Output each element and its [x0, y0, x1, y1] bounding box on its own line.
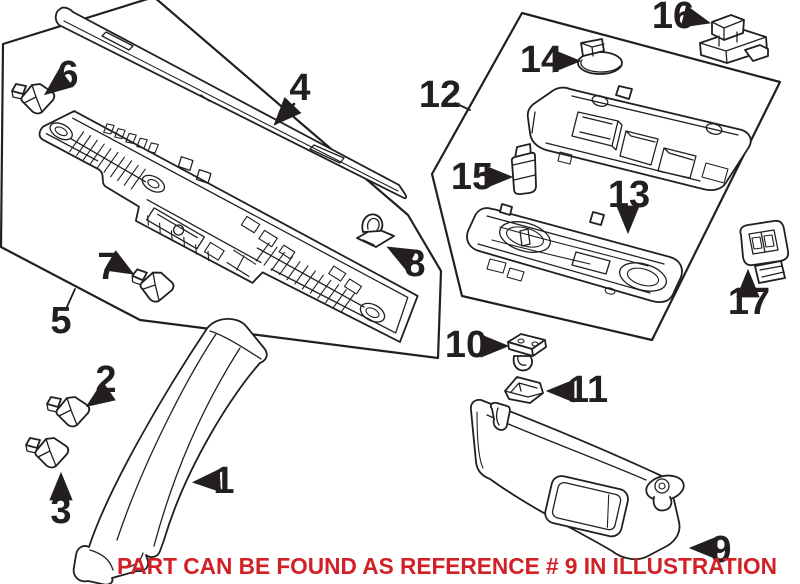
visor-hook [489, 401, 511, 431]
callout-11: 11 [568, 369, 608, 411]
callout-13: 13 [608, 174, 650, 216]
roof-molding-strip [54, 6, 407, 200]
callout-labels: 1 2 3 4 5 6 7 8 9 10 11 12 13 14 15 16 1… [50, 0, 770, 571]
callout-4-arrow [273, 96, 302, 126]
visor-bracket-10 [507, 333, 547, 372]
callout-16-arrow [680, 4, 712, 28]
callout-10: 10 [445, 324, 487, 366]
callout-1-arrow [191, 468, 222, 493]
switch-17 [739, 219, 790, 284]
callout-3: 3 [50, 490, 71, 532]
bulb-socket-14 [577, 38, 623, 75]
callout-17: 17 [728, 281, 770, 323]
header-panel-group-boundary [0, 0, 443, 360]
callout-6: 6 [57, 54, 78, 96]
reference-caption: PART CAN BE FOUND AS REFERENCE # 9 IN IL… [117, 553, 777, 579]
callout-2-arrow [85, 381, 116, 407]
switch-16 [699, 14, 769, 64]
callout-7: 7 [97, 246, 118, 288]
bulb-15 [510, 143, 537, 196]
clip-2 [46, 396, 91, 428]
visor-clip-cover-11 [504, 376, 544, 404]
callout-arrows [43, 4, 760, 560]
clip-8 [356, 213, 395, 248]
a-pillar-trim-panel [72, 318, 268, 584]
callout-9: 9 [710, 529, 731, 571]
callout-1: 1 [213, 460, 234, 502]
callout-12: 12 [419, 74, 461, 116]
clip-7 [128, 267, 177, 305]
overhead-console-group-boundary [430, 11, 782, 342]
callout-5: 5 [50, 300, 71, 342]
callout-15: 15 [451, 156, 493, 198]
clip-3 [25, 437, 70, 469]
callout-8: 8 [404, 243, 425, 285]
callout-12-leader [454, 102, 471, 111]
visor-pivot [645, 474, 685, 512]
header-trim-panel [38, 110, 419, 343]
callout-16: 16 [652, 0, 694, 37]
callout-8-arrow [386, 246, 418, 271]
overhead-console [526, 85, 752, 192]
sun-visor [469, 398, 685, 561]
callout-14: 14 [520, 39, 562, 81]
clip-6 [11, 83, 56, 115]
console-tray-13 [466, 203, 683, 304]
callout-4: 4 [289, 67, 310, 109]
callout-2: 2 [95, 359, 116, 401]
callout-6-arrow [43, 68, 74, 96]
visor-mirror [544, 475, 629, 538]
callout-5-leader [65, 288, 76, 310]
callout-7-arrow [103, 250, 135, 275]
